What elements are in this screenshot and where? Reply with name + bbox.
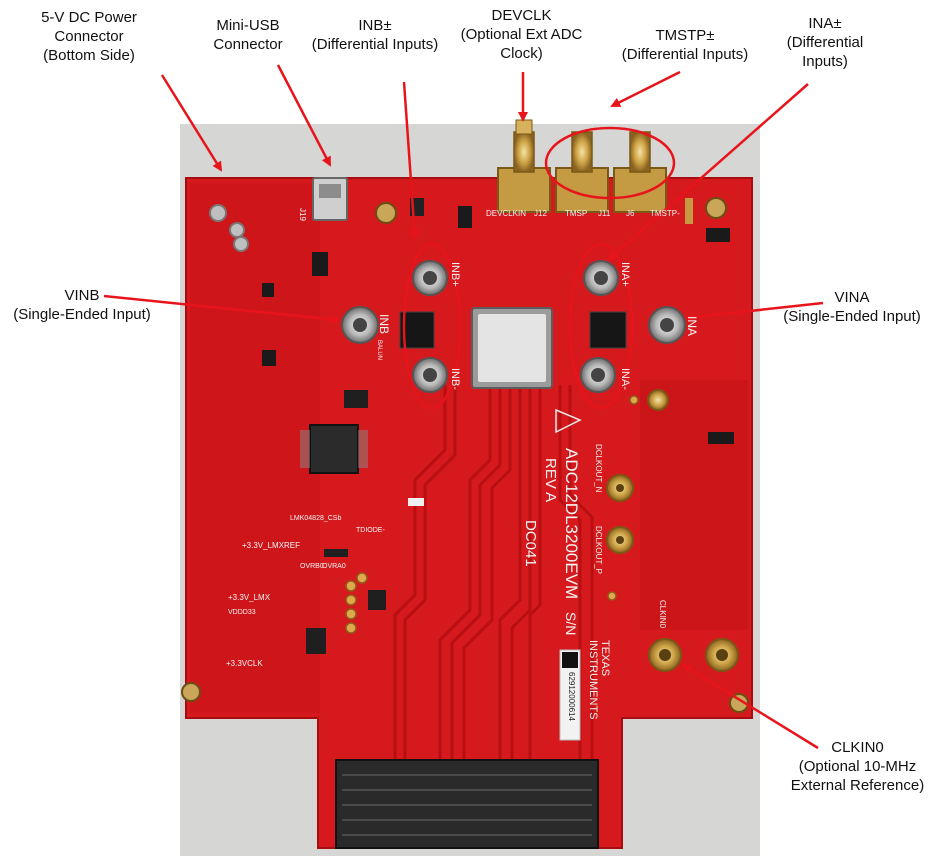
silk-devclkin: DEVCLKIN — [486, 209, 526, 218]
balun-a — [589, 311, 627, 349]
dclkout-n-connector — [606, 474, 634, 502]
label-tmstp: TMSTP±(Differential Inputs) — [621, 27, 749, 63]
silk-code: DC041 — [522, 520, 539, 567]
vina-arrow — [684, 301, 824, 323]
silk-ti-line1: TEXAS — [599, 640, 611, 676]
silk-tmstp-m: TMSTP- — [650, 209, 680, 218]
silk-vddd33: VDDD33 — [228, 609, 256, 616]
tmstp-arrow — [610, 70, 681, 108]
label-vinb: VINB(Single-Ended Input) — [13, 287, 151, 323]
silk-dclkout-n: DCLKOUT_N — [594, 444, 603, 493]
silk-inb-plus: INB+ — [449, 262, 461, 287]
tmstp-minus-connector — [613, 131, 667, 213]
silk-ovrb: OVRB0 — [300, 563, 324, 570]
silk-board-name: ADC12DL3200EVM — [562, 448, 581, 599]
silk-ina-plus: INA+ — [619, 262, 631, 287]
inb-plus-connector — [412, 260, 448, 296]
silk-ina-minus: INA- — [619, 368, 631, 390]
power-arrow — [160, 74, 223, 172]
silk-tmsp: TMSP — [565, 209, 587, 218]
clkin1-connector — [705, 638, 739, 672]
usb-arrow — [276, 64, 332, 167]
silk-serial: 62912000614 — [567, 672, 576, 721]
vinb-arrow — [103, 294, 340, 325]
ina-plus-connector — [583, 260, 619, 296]
inb-minus-connector — [412, 357, 448, 393]
ina-minus-connector — [580, 357, 616, 393]
silk-v33-lmxref: +3.3V_LMXREF — [242, 541, 300, 550]
silk-lmk: LMK04828_CSb — [290, 515, 341, 522]
label-inb-diff: INB±(Differential Inputs) — [311, 17, 439, 53]
tmstp-plus-connector — [555, 131, 609, 213]
ina-diff-ellipse — [568, 242, 634, 410]
ina-diff-arrow — [606, 83, 809, 262]
silk-inb: INB — [377, 314, 391, 334]
silk-j6: J6 — [626, 209, 635, 218]
inb-diff-ellipse — [402, 242, 462, 410]
silk-j19: J19 — [298, 208, 307, 221]
silk-j12: J12 — [534, 209, 547, 218]
label-vina: VINA(Single-Ended Input) — [783, 289, 921, 325]
small-sma — [647, 389, 669, 411]
silk-inb-minus: INB- — [449, 368, 461, 390]
silk-balun: BALUN — [376, 340, 382, 360]
silk-tdiode: TDIODE- — [356, 527, 385, 534]
silk-dclkout-p: DCLKOUT_P — [594, 526, 603, 574]
annotation-ellipses — [402, 126, 676, 410]
mounting-holes — [181, 197, 749, 713]
fmc-connector — [335, 759, 599, 849]
clkin0-arrow — [681, 663, 819, 750]
silk-ti-line2: INSTRUMENTS — [587, 640, 599, 719]
silk-rev: REV A — [542, 458, 559, 502]
silk-clkin0: CLKIN0 — [658, 600, 667, 629]
annotation-arrows — [103, 64, 824, 750]
mini-usb-connector — [312, 177, 348, 221]
clkin0-connector — [648, 638, 682, 672]
dclkout-p-connector — [606, 526, 634, 554]
adc-chip — [471, 307, 553, 389]
silk-v33-vclk: +3.3VCLK — [226, 659, 263, 668]
clock-ic — [300, 424, 368, 474]
vinb-connector — [341, 306, 379, 344]
pcb-traces — [393, 385, 594, 760]
silk-ina: INA — [685, 316, 699, 336]
silk-sn: S/N — [563, 612, 579, 635]
inb-diff-arrow — [402, 81, 420, 240]
tmstp-ellipse — [544, 126, 676, 200]
devclk-connector — [497, 119, 551, 213]
silk-j11: J11 — [598, 209, 611, 218]
silk-v33-lmx: +3.3V_LMX — [228, 593, 271, 602]
silk-ovra: OVRA0 — [322, 563, 346, 570]
vina-connector — [648, 306, 686, 344]
